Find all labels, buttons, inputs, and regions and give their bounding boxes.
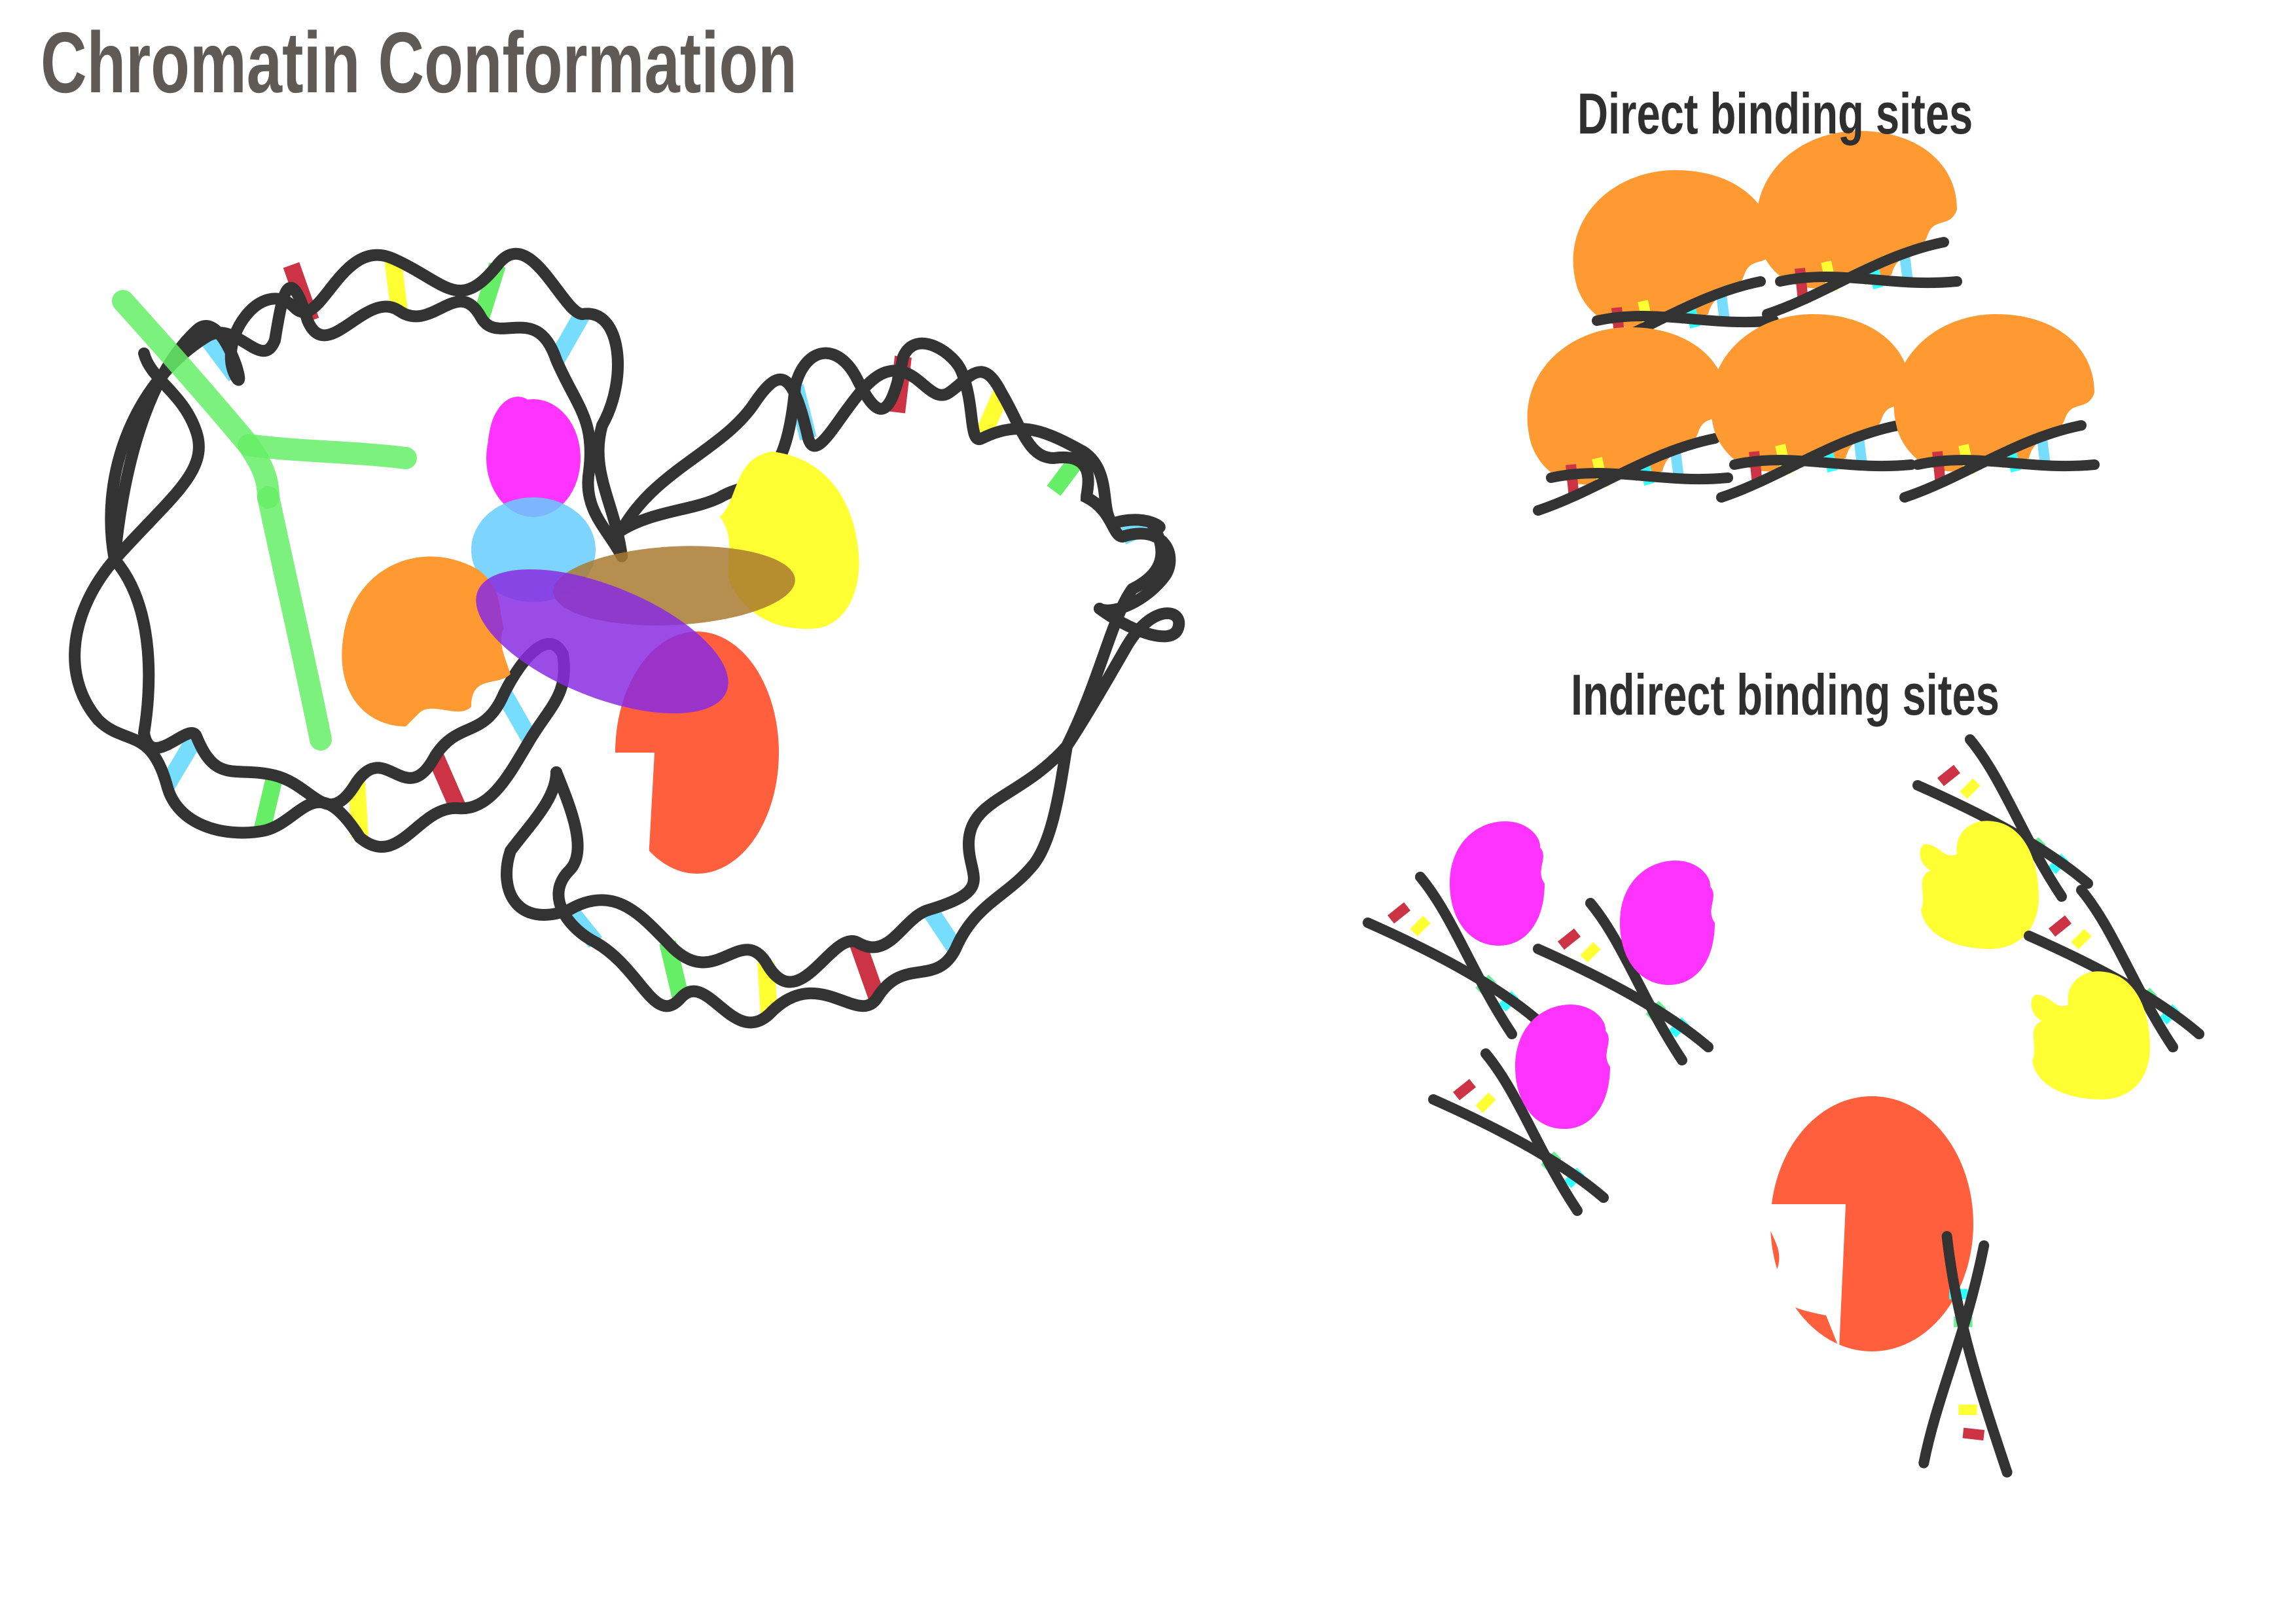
direct-site-4 [1710,314,1911,497]
direct-binding-label: Direct binding sites [1577,81,1973,146]
direct-site-2 [1756,131,1957,314]
indirect-site-red [1766,1096,2013,1478]
indirect-site-magenta-3 [1433,1005,1610,1211]
direct-site-5 [1893,314,2094,497]
indirect-site-magenta-1 [1368,821,1545,1034]
diagram-title: Chromatin Conformation [41,14,797,111]
direct-site-3 [1527,327,1728,510]
indirect-binding-label: Indirect binding sites [1571,662,2000,727]
indirect-binding-sites [1368,740,2199,1478]
direct-binding-sites [1527,131,2094,510]
indirect-site-yellow-2 [2029,890,2199,1099]
direct-site-1 [1573,170,1774,353]
left-dna-loop [69,247,628,853]
center-protein-complex [112,290,859,874]
